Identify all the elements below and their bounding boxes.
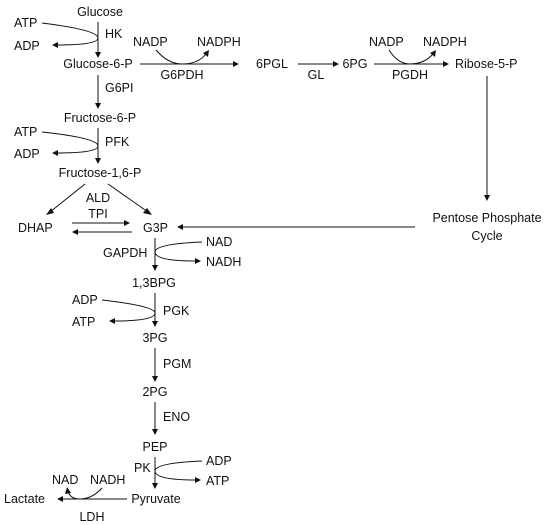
metabolite-f16p: Fructose-1,6-P [59, 166, 142, 180]
arrowhead-pep-pyruvate [152, 483, 158, 489]
arrowhead-2pg-pep [152, 429, 158, 435]
cofactor-hk-in: ATP [14, 16, 37, 30]
pentose-phosphate-cycle-label-line1: Pentose Phosphate [432, 211, 541, 225]
arrowhead-pgdh-out [430, 50, 436, 57]
cofactor-pfk-in: ATP [14, 125, 37, 139]
metabolite-13bpg: 1,3BPG [132, 276, 176, 290]
enzyme-pk: PK [134, 461, 151, 475]
arrowhead-g6p-f6p [95, 103, 101, 109]
cofactor-arc-ldh [67, 487, 103, 500]
arrowhead-gapdh-out [195, 258, 201, 264]
arrowhead-g3p-13bpg [152, 265, 158, 271]
cofactor-pgk-out: ATP [72, 315, 95, 329]
arrowhead-f6p-f16p [95, 158, 101, 164]
cofactor-arc-pfk [41, 131, 99, 154]
arrowhead-pgk-out [109, 318, 115, 324]
enzyme-ldh: LDH [79, 510, 104, 524]
enzyme-pfk: PFK [105, 135, 130, 149]
cofactor-arc-gapdh [154, 241, 203, 262]
arrowhead-ppc-g3p [177, 224, 183, 230]
cofactor-pgdh-in: NADP [369, 35, 404, 49]
enzyme-pgk: PGK [163, 304, 190, 318]
arrowhead-3pg-2pg [152, 376, 158, 382]
arrowhead-ldh-out [65, 487, 71, 494]
cofactor-g6pdh-out: NADPH [197, 35, 241, 49]
cofactor-arc-hk [41, 22, 99, 46]
cofactor-arc-pk [154, 460, 203, 481]
enzyme-eno: ENO [163, 410, 190, 424]
cofactor-arc-g6pdh [155, 49, 207, 65]
enzyme-ald: ALD [86, 191, 110, 205]
metabolite-3pg: 3PG [142, 331, 167, 345]
metabolite-2pg: 2PG [142, 385, 167, 399]
pentose-phosphate-cycle-label-line2: Cycle [471, 229, 502, 243]
enzyme-g6pi: G6PI [105, 81, 134, 95]
cofactor-arc-pgdh [388, 49, 434, 65]
arrowhead-r5p-ppc [484, 195, 490, 201]
metabolite-dhap: DHAP [18, 221, 53, 235]
cofactor-pfk-out: ADP [14, 147, 40, 161]
enzyme-gl: GL [308, 68, 325, 82]
enzyme-pgdh: PGDH [392, 68, 428, 82]
cofactor-pgdh-out: NADPH [423, 35, 467, 49]
cofactor-arc-pgk [101, 299, 156, 322]
enzyme-gapdh: GAPDH [103, 246, 147, 260]
cofactor-pgk-in: ADP [72, 293, 98, 307]
enzyme-tpi: TPI [88, 207, 107, 221]
metabolite-pyruvate: Pyruvate [131, 492, 180, 506]
arrowhead-dhap-g3p [124, 220, 130, 226]
metabolite-r5p: Ribose-5-P [455, 57, 518, 71]
cofactor-g6pdh-in: NADP [133, 35, 168, 49]
enzyme-hk: HK [105, 27, 123, 41]
arrowhead-6pg-r5p [443, 61, 449, 67]
arrowhead-f16p-dhap [46, 208, 54, 215]
arrowhead-pyruvate-lactate [57, 496, 63, 502]
metabolite-6pg: 6PG [342, 57, 367, 71]
cofactor-hk-out: ADP [14, 39, 40, 53]
cofactor-ldh-out: NAD [52, 473, 78, 487]
arrowhead-6pgl-6pg [333, 61, 339, 67]
metabolite-6pgl: 6PGL [256, 57, 288, 71]
cofactor-ldh-in: NADH [90, 473, 125, 487]
metabolite-glucose: Glucose [77, 5, 123, 19]
enzyme-g6pdh: G6PDH [160, 68, 203, 82]
metabolite-f6p: Fructose-6-P [64, 111, 136, 125]
cofactor-pk-out: ATP [206, 474, 229, 488]
arrowhead-13bpg-3pg [152, 321, 158, 327]
arrowhead-hk-out [52, 42, 58, 48]
metabolite-g6p: Glucose-6-P [63, 57, 132, 71]
cofactor-gapdh-out: NADH [206, 255, 241, 269]
arrowhead-g3p-dhap [72, 229, 78, 235]
cofactor-gapdh-in: NAD [206, 235, 232, 249]
metabolite-pep: PEP [142, 440, 167, 454]
cofactor-pk-in: ADP [206, 454, 232, 468]
arrow-f16p-dhap [49, 183, 86, 213]
metabolite-lactate: Lactate [4, 492, 45, 506]
arrow-f16p-g3p [107, 183, 149, 213]
metabolite-g3p: G3P [143, 221, 168, 235]
arrowhead-f16p-g3p [143, 208, 152, 215]
enzyme-pgm: PGM [163, 357, 191, 371]
arrowhead-pk-out [195, 477, 201, 483]
arrowhead-g6pdh-out [203, 50, 209, 57]
arrowhead-glucose-g6p [95, 52, 101, 58]
arrowhead-g6p-6pgl [233, 61, 239, 67]
arrowhead-pfk-out [52, 150, 58, 156]
